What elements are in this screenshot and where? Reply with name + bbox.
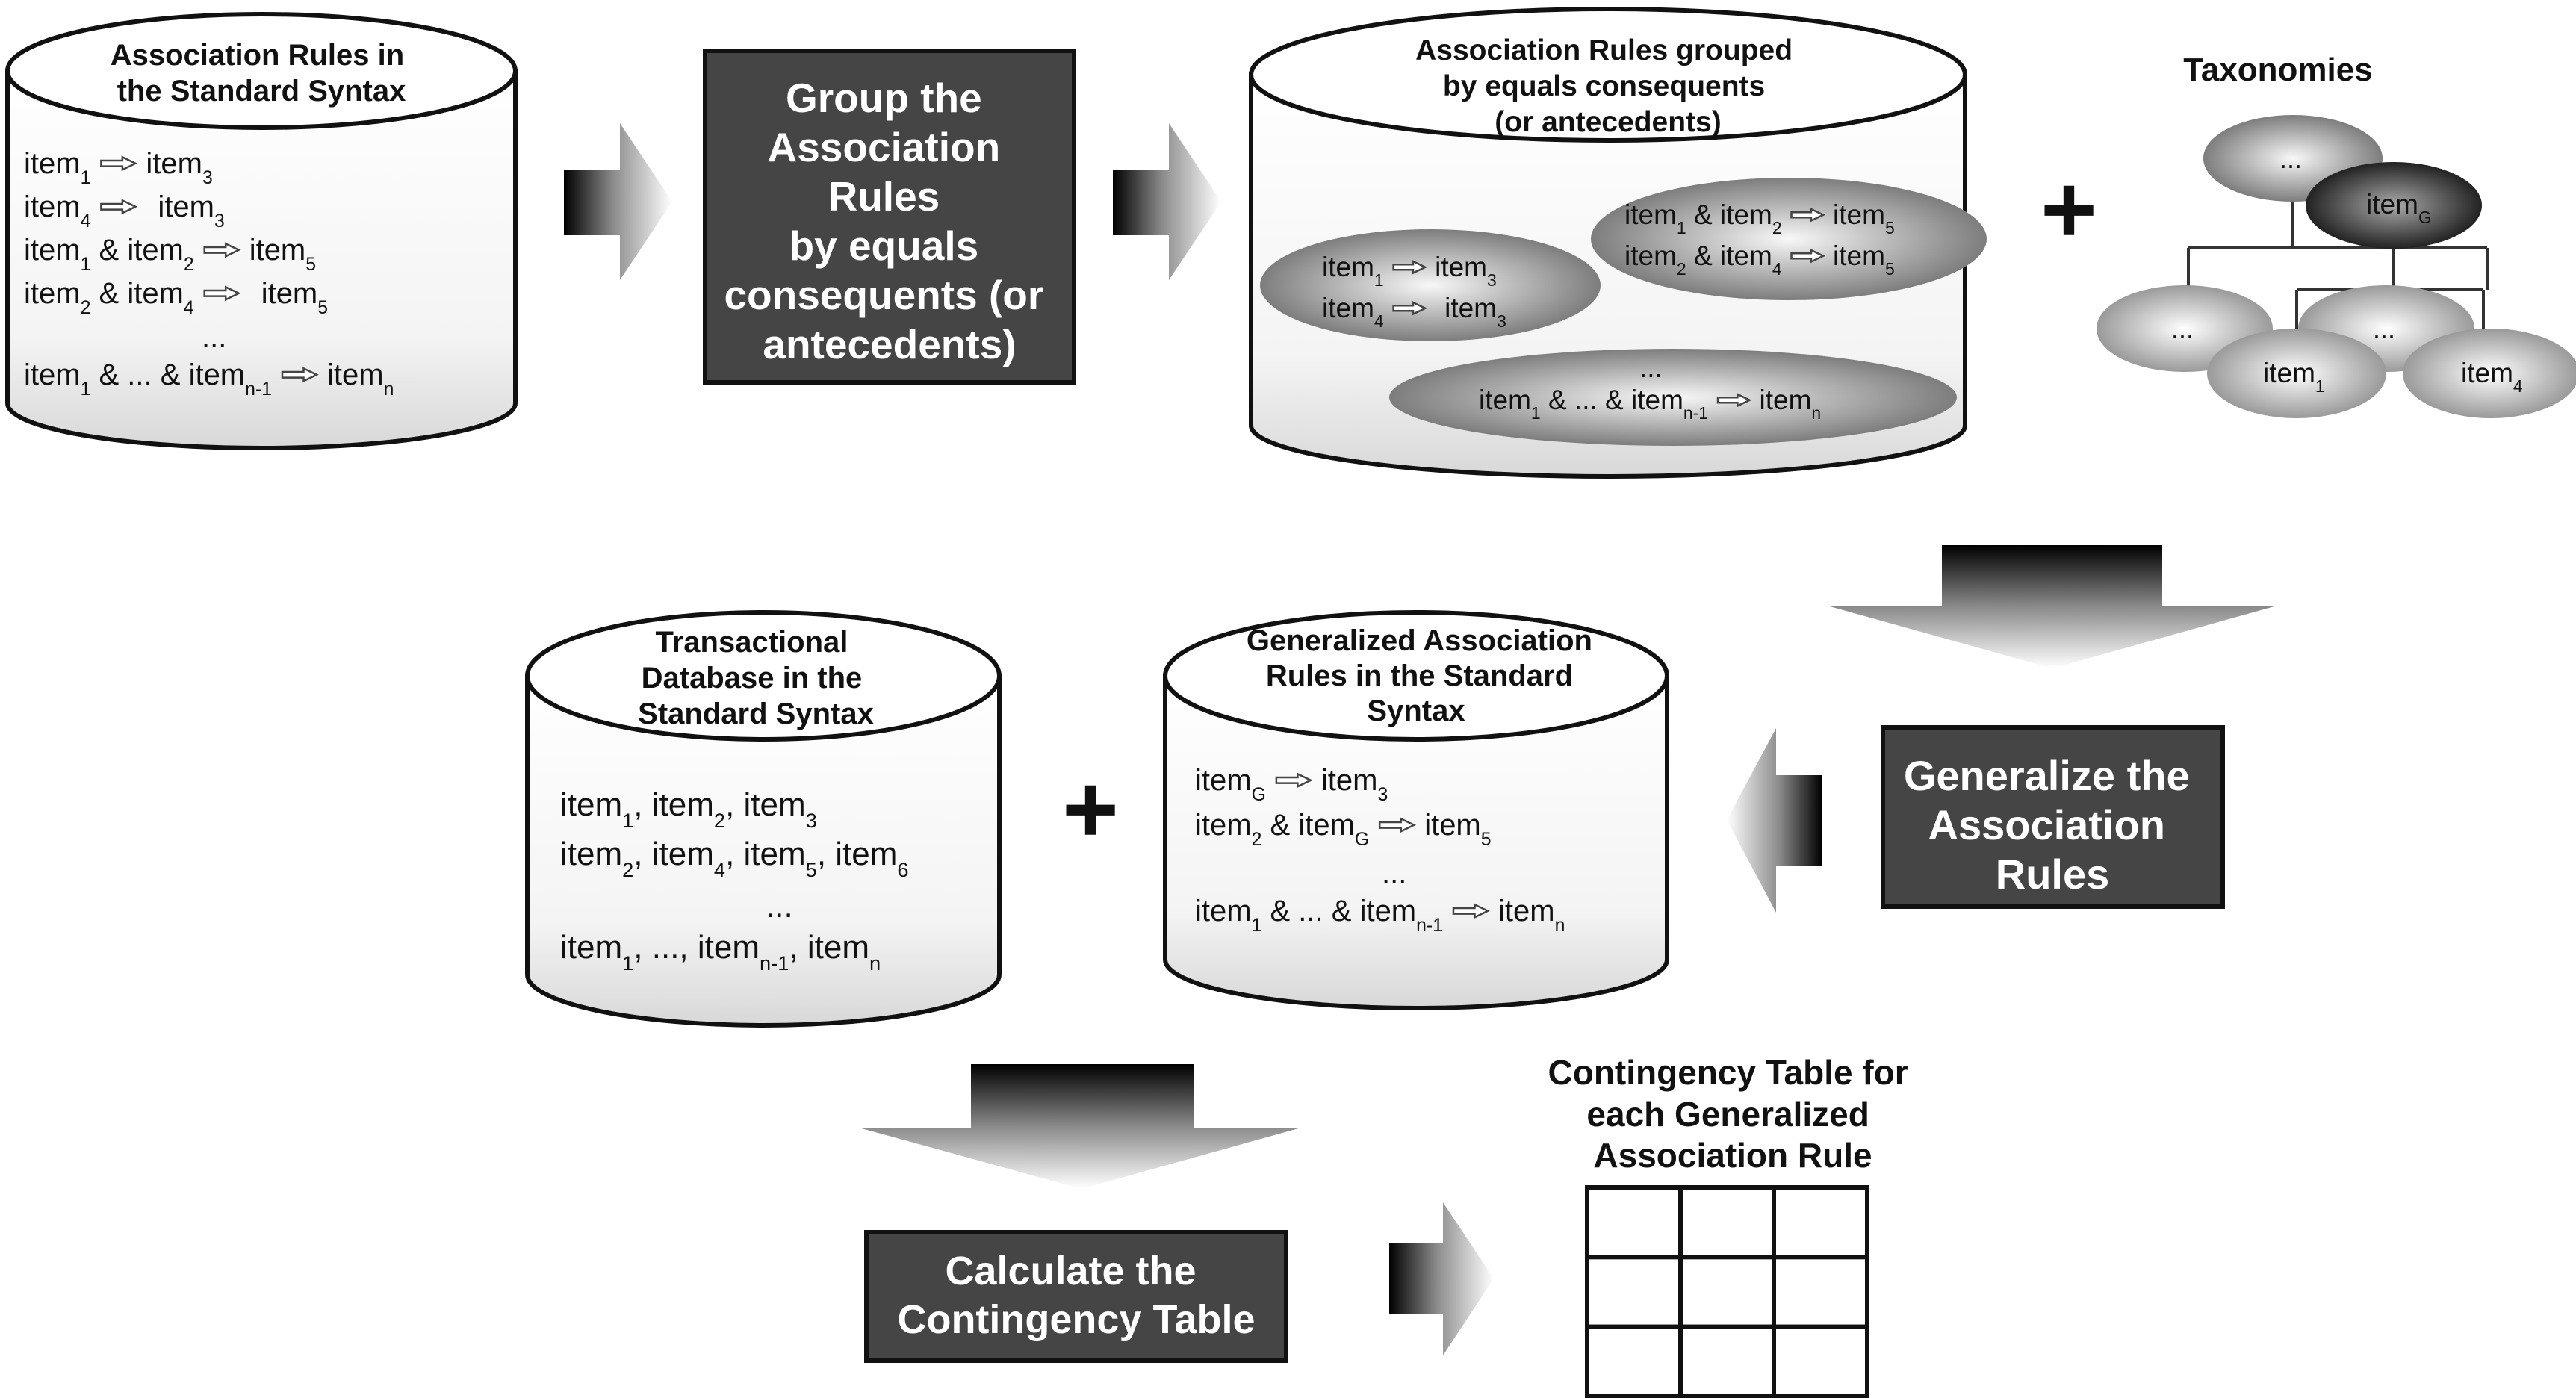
c1-rule-2-arrow-icon	[100, 199, 138, 215]
c1-rule-n-arrow-icon	[281, 367, 319, 383]
tx-line-n: item1, ..., itemn-1, itemn	[560, 929, 881, 975]
c1-rule-1-arrow-icon	[100, 155, 138, 172]
plus-transactional: +	[1062, 754, 1119, 863]
svg-text:Generalize the Associati: Generalize the Association Rules	[1904, 752, 2201, 898]
group-a-rule-1-arrow-icon	[1392, 260, 1428, 275]
arrow-right-3	[1389, 1202, 1494, 1355]
c1-rule-1-antecedent: item1	[24, 147, 90, 188]
gen-rule-1-arrow-icon	[1275, 772, 1313, 789]
gen-ellipsis: ...	[1382, 857, 1406, 890]
group-a-rule-2-antecedent: item4	[1322, 293, 1384, 331]
contingency-cell	[1585, 1185, 1683, 1260]
gen-rule-n-arrow-icon	[1452, 903, 1490, 919]
group-b-rule-1-consequent: item5	[1833, 199, 1895, 237]
cylinder-association-rules	[5, 12, 518, 450]
c1-ellipsis: ...	[202, 321, 226, 354]
arrow-right-2	[1113, 123, 1221, 280]
taxonomy-item-4-label: item4	[2461, 358, 2523, 396]
c1-rule-3-arrow-icon	[203, 242, 241, 258]
contingency-cell	[1678, 1324, 1776, 1398]
contingency-cell	[1678, 1185, 1776, 1260]
group-c-rule-1-arrow-icon	[1716, 393, 1752, 408]
svg-text:Calculate the Contingenc: Calculate the Contingency Table	[897, 1249, 1255, 1342]
contingency-cell	[1772, 1185, 1869, 1260]
gen-rule-2-consequent: item5	[1424, 809, 1491, 850]
group-b-rule-1-antecedent: item1 & item2	[1624, 199, 1782, 237]
contingency-cell	[1585, 1255, 1683, 1329]
c1-rule-1-consequent: item3	[146, 147, 212, 188]
contingency-cell	[1772, 1255, 1869, 1329]
arrow-down-generalize	[1830, 545, 2274, 668]
generalize-rules-step: Generalize the Association Rules	[1881, 725, 2225, 909]
c1-rule-n-consequent: itemn	[327, 358, 394, 400]
c1-rule-2-consequent: item3	[158, 190, 224, 232]
taxonomy-node-item-4	[2403, 329, 2576, 418]
tx-line-2: item2, item4, item5, item6	[560, 836, 909, 881]
db-grouped-title: Association Rules grouped by equals cons…	[1415, 34, 1801, 138]
group-rules-step: Group the Association Rules by equals co…	[703, 49, 1076, 385]
taxonomy-node-item-1	[2207, 329, 2386, 418]
group-blob-consequent-3	[1260, 229, 1601, 341]
c1-rule-3-consequent: item5	[249, 234, 316, 275]
contingency-table	[1585, 1185, 1869, 1398]
c1-rule-n-antecedent: item1 & ... & itemn-1	[24, 358, 272, 400]
taxonomy-left-ellipsis: ...	[2171, 314, 2194, 344]
contingency-cell	[1678, 1255, 1776, 1329]
tx-line-1: item1, item2, item3	[560, 786, 817, 832]
taxonomy-root-ellipsis: ...	[2279, 143, 2302, 174]
c1-rule-4-antecedent: item2 & item4	[24, 277, 194, 318]
group-c-rule-1-consequent: itemn	[1760, 385, 1822, 423]
taxonomy-node-item-g	[2306, 162, 2482, 249]
contingency-cell	[1772, 1324, 1869, 1398]
c1-rule-2-antecedent: item4	[24, 190, 91, 232]
c1-rule-4-arrow-icon	[203, 285, 241, 302]
group-b-rule-1-arrow-icon	[1790, 208, 1825, 223]
taxonomies-title: Taxonomies	[2183, 52, 2372, 88]
group-blob-consequent-5	[1591, 178, 1987, 300]
taxonomy-item-1-label: item1	[2263, 358, 2325, 396]
gen-rule-1-antecedent: itemG	[1195, 764, 1266, 805]
cylinder-generalized-rules	[1163, 610, 1669, 1010]
taxonomy-item-g-label: itemG	[2366, 189, 2432, 227]
gen-rule-1-consequent: item3	[1321, 764, 1388, 805]
group-a-rule-1-consequent: item3	[1435, 252, 1497, 290]
group-c-ellipsis: ...	[1639, 352, 1663, 383]
arrow-right-1	[564, 123, 672, 280]
arrow-down-calculate	[859, 1064, 1301, 1189]
arrow-left-generalize	[1727, 728, 1822, 913]
db-rules-title: Association Rules in the Standard Syntax	[111, 39, 413, 108]
gen-rule-n-consequent: itemn	[1498, 895, 1565, 936]
gen-rule-2-arrow-icon	[1378, 817, 1417, 833]
cylinder-transactional-database	[525, 610, 1002, 1028]
calculate-contingency-step: Calculate the Contingency Table	[864, 1230, 1288, 1363]
group-c-rule-1-antecedent: item1 & ... & itemn-1	[1479, 385, 1708, 423]
db-generalized-title: Generalized Association Rules in the Sta…	[1247, 624, 1601, 727]
group-blob-consequent-n	[1389, 349, 1957, 446]
group-a-rule-1-antecedent: item1	[1322, 252, 1384, 290]
group-b-rule-2-consequent: item5	[1833, 240, 1895, 279]
db-transactional-title: Transactional Database in the Standard S…	[638, 626, 874, 730]
c1-rule-4-consequent: item5	[261, 277, 328, 318]
svg-text:Group the Association: Group the Association Rules by equals co…	[724, 75, 1055, 367]
group-b-rule-2-arrow-icon	[1790, 249, 1825, 264]
plus-taxonomies: +	[2040, 155, 2097, 264]
group-a-rule-2-arrow-icon	[1392, 301, 1428, 316]
tx-ellipsis: ...	[766, 888, 793, 925]
group-b-rule-2-antecedent: item2 & item4	[1624, 240, 1782, 279]
taxonomy-mid-ellipsis: ...	[2373, 314, 2395, 344]
contingency-cell	[1585, 1324, 1683, 1398]
gen-rule-2-antecedent: item2 & itemG	[1195, 809, 1369, 850]
c1-rule-3-antecedent: item1 & item2	[24, 234, 194, 275]
group-a-rule-2-consequent: item3	[1444, 293, 1506, 331]
gen-rule-n-antecedent: item1 & ... & itemn-1	[1195, 895, 1443, 936]
contingency-title: Contingency Table for each Generalized A…	[1548, 1053, 1918, 1175]
